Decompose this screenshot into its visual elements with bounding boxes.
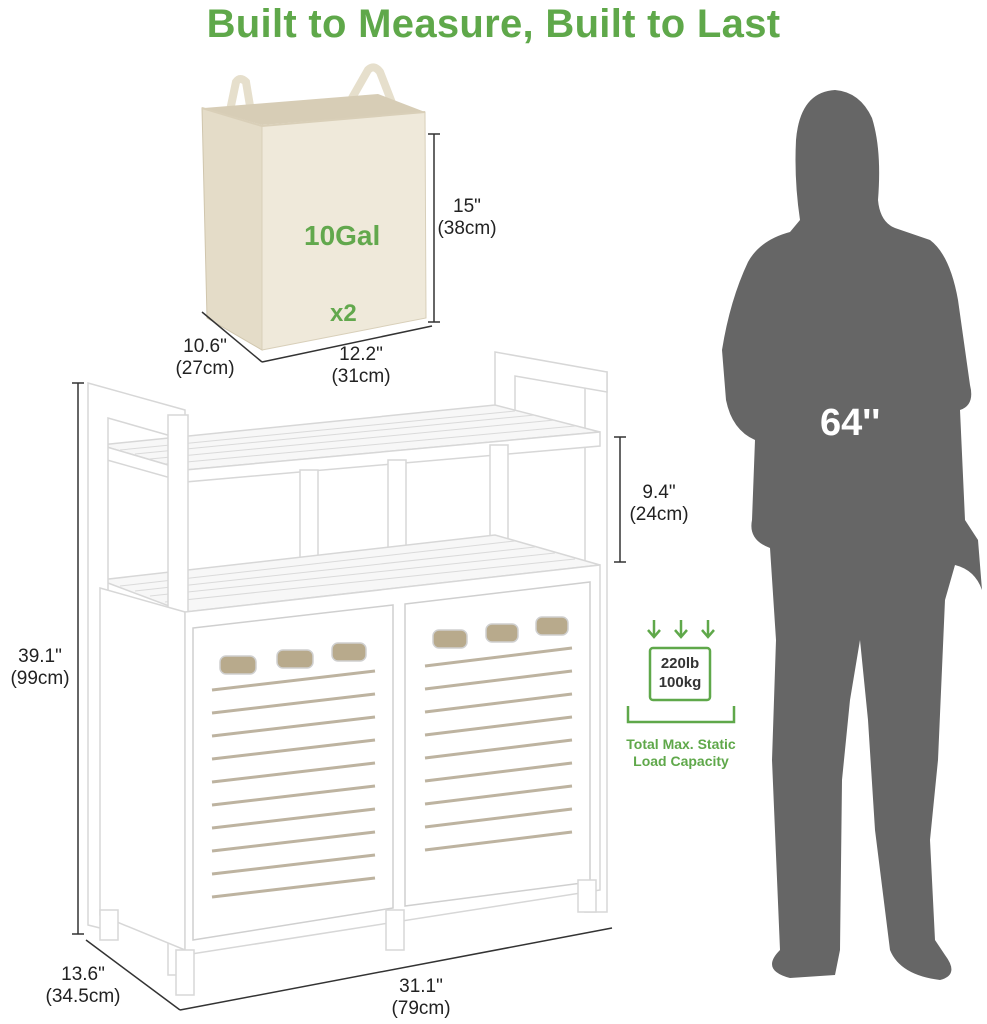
shelf-gap-label: 9.4" (24cm) xyxy=(620,482,698,526)
basket-height-cm: (38cm) xyxy=(437,218,497,239)
basket-height-label: 15" (38cm) xyxy=(432,196,502,240)
basket-quantity: x2 xyxy=(330,300,357,327)
basket-depth-cm: (27cm) xyxy=(175,358,235,379)
basket-dimension-lines xyxy=(201,133,440,363)
cabinet-depth-cm: (34.5cm) xyxy=(45,986,121,1007)
load-capacity-icon xyxy=(626,620,736,724)
person-height-label: 64'' xyxy=(820,402,881,444)
load-caption-line1: Total Max. Static xyxy=(626,736,736,752)
load-lb: 220lb xyxy=(660,655,700,672)
basket-depth-in: 10.6" xyxy=(183,336,227,357)
basket-height-in: 15" xyxy=(453,196,481,217)
load-capacity-values: 220lb 100kg xyxy=(650,654,710,692)
load-capacity-caption: Total Max. Static Load Capacity xyxy=(606,736,756,770)
load-kg: 100kg xyxy=(658,674,702,691)
shelf-gap-in: 9.4" xyxy=(642,482,676,503)
basket-depth-label: 10.6" (27cm) xyxy=(168,336,242,380)
cabinet-height-cm: (99cm) xyxy=(10,668,70,689)
person-silhouette xyxy=(722,90,982,980)
cabinet-depth-in: 13.6" xyxy=(61,964,105,985)
shelf-gap-cm: (24cm) xyxy=(629,504,689,525)
cabinet xyxy=(87,351,608,996)
page-title: Built to Measure, Built to Last xyxy=(206,2,781,46)
cabinet-width-cm: (79cm) xyxy=(391,998,451,1019)
basket-width-label: 12.2" (31cm) xyxy=(324,344,398,388)
cabinet-width-in: 31.1" xyxy=(399,976,443,997)
cabinet-dimension-lines xyxy=(72,382,626,1011)
load-caption-line2: Load Capacity xyxy=(633,753,729,769)
cabinet-depth-label: 13.6" (34.5cm) xyxy=(30,964,136,1008)
cabinet-height-in: 39.1" xyxy=(18,646,62,667)
basket-width-cm: (31cm) xyxy=(331,366,391,387)
cabinet-width-label: 31.1" (79cm) xyxy=(376,976,466,1020)
cabinet-height-label: 39.1" (99cm) xyxy=(0,646,80,690)
laundry-basket xyxy=(201,63,427,351)
basket-width-in: 12.2" xyxy=(339,344,383,365)
basket-capacity: 10Gal xyxy=(304,220,381,251)
